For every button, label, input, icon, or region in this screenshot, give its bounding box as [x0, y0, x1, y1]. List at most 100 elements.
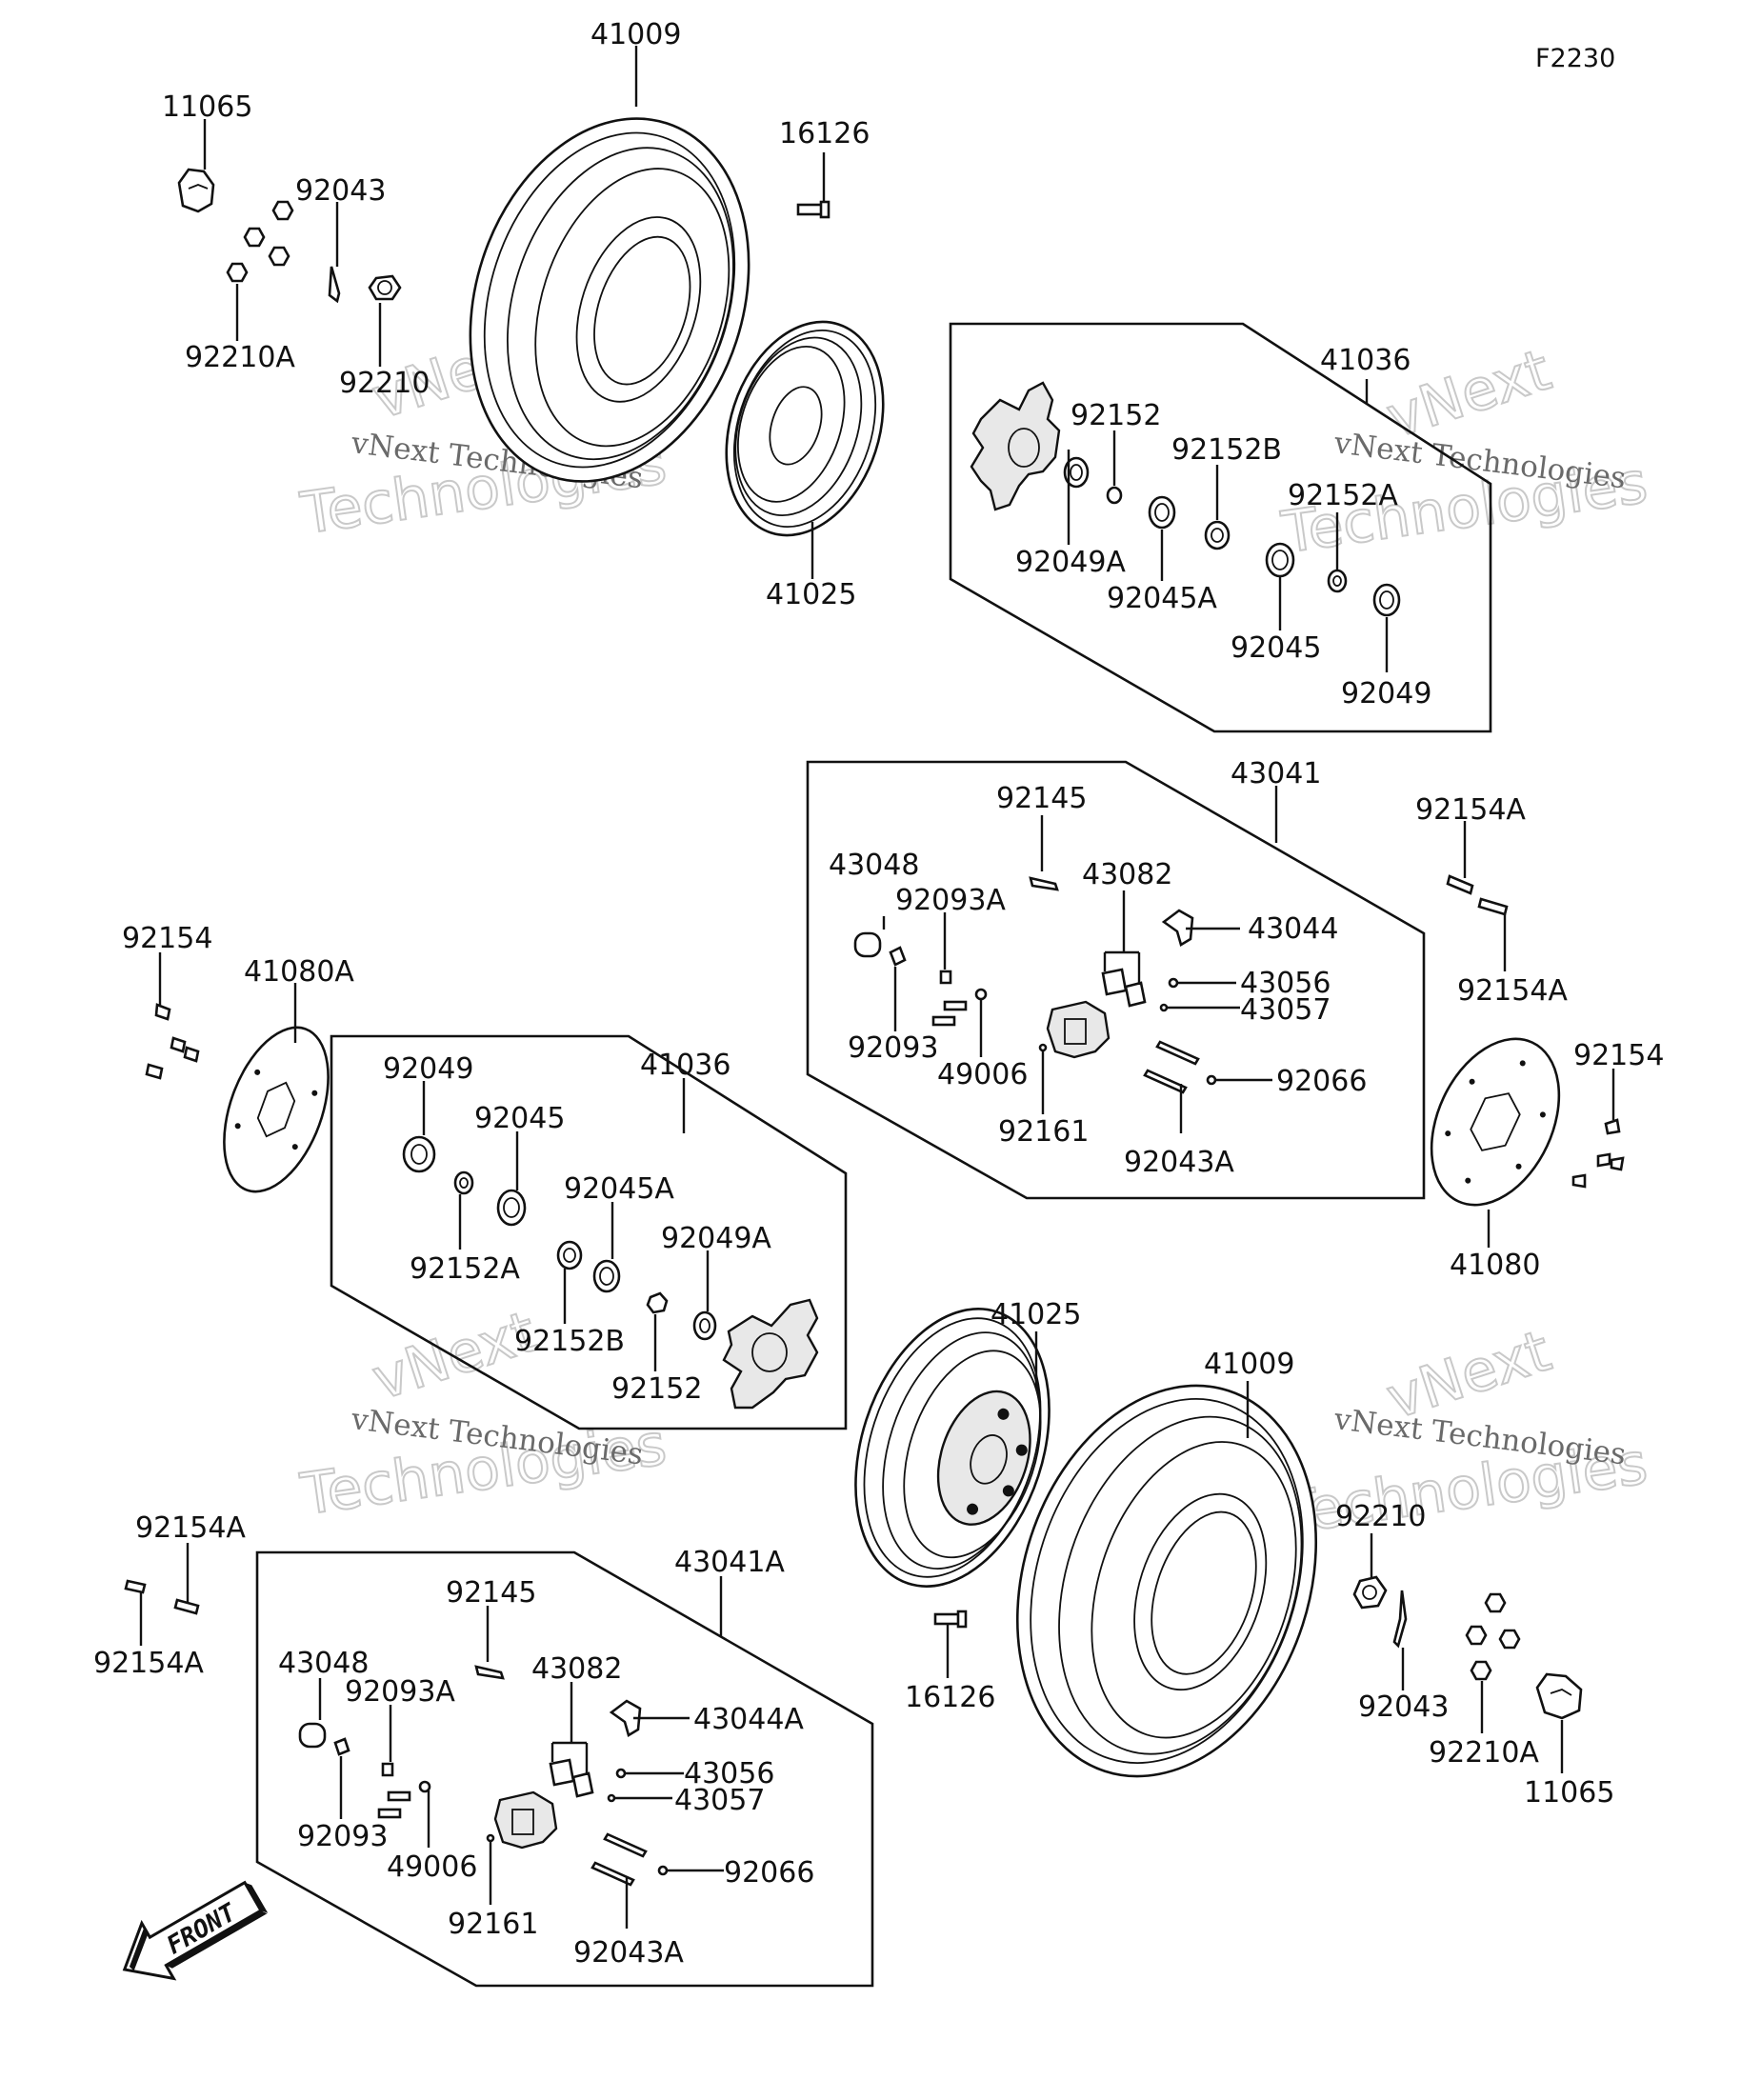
label-92210[interactable]: 92210 [339, 367, 430, 400]
label-92049A[interactable]: 92049A [1015, 546, 1126, 579]
cotter-pin-92043-upper[interactable] [328, 266, 341, 304]
label-41080A[interactable]: 41080A [244, 955, 354, 989]
label-43048[interactable]: 43048 [278, 1647, 369, 1680]
clip-92066-b[interactable] [657, 1865, 669, 1876]
pin-92043A-a1[interactable] [1155, 1040, 1200, 1066]
label-92049[interactable]: 92049 [383, 1052, 473, 1086]
pad-43082-a2[interactable] [1124, 981, 1147, 1008]
label-92161[interactable]: 92161 [448, 1908, 538, 1941]
pin-b2[interactable] [377, 1808, 402, 1819]
label-41036[interactable]: 41036 [640, 1049, 730, 1082]
seal-92049-upper[interactable] [1372, 583, 1401, 617]
label-92066[interactable]: 92066 [724, 1856, 814, 1890]
label-92152A[interactable]: 92152A [410, 1252, 520, 1286]
label-92145[interactable]: 92145 [446, 1576, 536, 1610]
label-43082[interactable]: 43082 [1082, 858, 1172, 891]
ring-49006-a[interactable] [974, 988, 988, 1001]
label-92152B[interactable]: 92152B [1171, 433, 1282, 467]
label-92049A[interactable]: 92049A [661, 1222, 771, 1255]
bolt-92145-b[interactable] [474, 1665, 505, 1680]
pin-b1[interactable] [387, 1790, 411, 1802]
brake-disc-41080A[interactable] [204, 1013, 349, 1206]
label-92043[interactable]: 92043 [295, 174, 386, 208]
label-43041[interactable]: 43041 [1231, 757, 1321, 790]
cap-11065-upper[interactable] [177, 168, 215, 213]
seal-92049A-lower[interactable] [692, 1310, 717, 1341]
label-92154[interactable]: 92154 [1573, 1039, 1664, 1072]
cap-11065-lower[interactable] [1535, 1672, 1583, 1720]
collar-92152-lower[interactable] [646, 1291, 669, 1314]
label-41025[interactable]: 41025 [766, 578, 856, 611]
caliper-body-b[interactable] [493, 1790, 558, 1850]
pin-92093-b[interactable] [333, 1737, 350, 1756]
pin-92043A-a2[interactable] [1143, 1069, 1188, 1094]
label-41036[interactable]: 41036 [1320, 344, 1411, 377]
label-43057[interactable]: 43057 [674, 1784, 765, 1817]
label-92154A[interactable]: 92154A [1457, 974, 1568, 1008]
label-16126[interactable]: 16126 [779, 117, 870, 150]
label-92152A[interactable]: 92152A [1288, 479, 1398, 512]
seal-92049-lower[interactable] [402, 1135, 436, 1173]
ring-49006-b[interactable] [418, 1780, 431, 1793]
label-92043A[interactable]: 92043A [573, 1936, 684, 1970]
label-11065[interactable]: 11065 [162, 90, 252, 124]
label-92043A[interactable]: 92043A [1124, 1146, 1234, 1179]
label-92043[interactable]: 92043 [1358, 1690, 1449, 1724]
label-92161[interactable]: 92161 [998, 1115, 1089, 1149]
label-92152[interactable]: 92152 [611, 1372, 702, 1406]
label-92154[interactable]: 92154 [122, 922, 212, 955]
label-92045[interactable]: 92045 [474, 1102, 565, 1135]
nuts-92210A-upper[interactable] [226, 200, 294, 283]
collar-92152B-upper[interactable] [1204, 520, 1231, 550]
pad-43082-a1[interactable] [1101, 968, 1128, 996]
label-92093A[interactable]: 92093A [345, 1675, 455, 1709]
bearing-92045-upper[interactable] [1265, 542, 1295, 578]
piston-43048-b[interactable] [298, 1722, 327, 1749]
bearing-92045A-lower[interactable] [592, 1259, 621, 1293]
label-11065[interactable]: 11065 [1524, 1776, 1614, 1810]
label-43044A[interactable]: 43044A [693, 1703, 804, 1736]
pin-92043A-b1[interactable] [603, 1832, 648, 1858]
label-92066[interactable]: 92066 [1276, 1065, 1367, 1098]
label-92045A[interactable]: 92045A [1107, 582, 1217, 615]
label-92093A[interactable]: 92093A [895, 884, 1006, 917]
label-43048[interactable]: 43048 [829, 849, 919, 882]
pin-92093A-a[interactable] [939, 970, 952, 985]
pad-43082-b2[interactable] [571, 1771, 594, 1798]
label-43056[interactable]: 43056 [684, 1757, 774, 1790]
spring-43044A[interactable] [609, 1699, 642, 1737]
caliper-body-a[interactable] [1046, 1000, 1111, 1059]
label-92093[interactable]: 92093 [297, 1820, 388, 1853]
bolts-92154A-right[interactable] [1446, 874, 1509, 916]
label-92154A[interactable]: 92154A [93, 1647, 204, 1680]
castle-nut-92210-upper[interactable] [368, 274, 402, 301]
label-41009[interactable]: 41009 [1204, 1348, 1294, 1381]
valve-16126-upper[interactable] [796, 200, 830, 219]
pin-92093-a[interactable] [889, 946, 907, 967]
label-92210[interactable]: 92210 [1335, 1500, 1426, 1533]
collar-92152A-lower[interactable] [453, 1170, 474, 1195]
label-49006[interactable]: 49006 [937, 1058, 1028, 1091]
label-43057[interactable]: 43057 [1240, 993, 1331, 1027]
label-92154A[interactable]: 92154A [1415, 793, 1526, 827]
label-92045[interactable]: 92045 [1231, 631, 1321, 665]
label-41080[interactable]: 41080 [1450, 1249, 1540, 1282]
label-16126[interactable]: 16126 [905, 1681, 995, 1714]
label-43044[interactable]: 43044 [1248, 912, 1338, 946]
label-43056[interactable]: 43056 [1240, 967, 1331, 1000]
bolt-92145-a[interactable] [1029, 876, 1059, 891]
bleeder-92161-b[interactable] [486, 1833, 495, 1843]
label-43041A[interactable]: 43041A [674, 1546, 785, 1579]
label-92210A[interactable]: 92210A [1429, 1736, 1539, 1770]
label-49006[interactable]: 49006 [387, 1850, 477, 1884]
bearing-92045-lower[interactable] [496, 1189, 527, 1227]
pad-43082-b1[interactable] [549, 1758, 575, 1787]
hub-41036-lower[interactable] [722, 1298, 819, 1410]
label-43082[interactable]: 43082 [531, 1652, 622, 1686]
pin-92093A-b[interactable] [381, 1762, 394, 1777]
label-92210A[interactable]: 92210A [185, 341, 295, 374]
hub-41036-upper[interactable] [970, 381, 1061, 511]
rim-41025-upper[interactable] [700, 302, 909, 556]
pin-a2[interactable] [931, 1015, 956, 1027]
bleeder-92161-a[interactable] [1038, 1043, 1048, 1052]
